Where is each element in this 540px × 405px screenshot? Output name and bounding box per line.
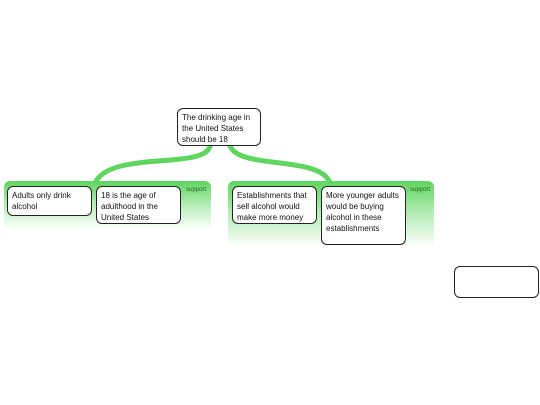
support-label-1: support (186, 187, 207, 193)
premise-node-4[interactable]: More younger adults would be buying alco… (321, 186, 406, 245)
premise-node-1[interactable]: Adults only drink alcohol (7, 186, 92, 216)
central-topic-node[interactable]: The drinking age in the United States sh… (177, 108, 261, 146)
premise-text-3: Establishments that sell alcohol would m… (237, 191, 307, 222)
connector-right (227, 143, 333, 186)
central-topic-text: The drinking age in the United States sh… (182, 113, 251, 144)
premise-node-2[interactable]: 18 is the age of adulthood in the United… (96, 186, 181, 224)
connector-left (92, 143, 213, 186)
support-label-2: support (410, 187, 431, 193)
premise-text-4: More younger adults would be buying alco… (326, 191, 399, 233)
premise-text-2: 18 is the age of adulthood in the United… (101, 191, 158, 222)
premise-node-3[interactable]: Establishments that sell alcohol would m… (232, 186, 317, 224)
premise-text-1: Adults only drink alcohol (12, 191, 71, 211)
empty-node[interactable] (454, 266, 539, 298)
